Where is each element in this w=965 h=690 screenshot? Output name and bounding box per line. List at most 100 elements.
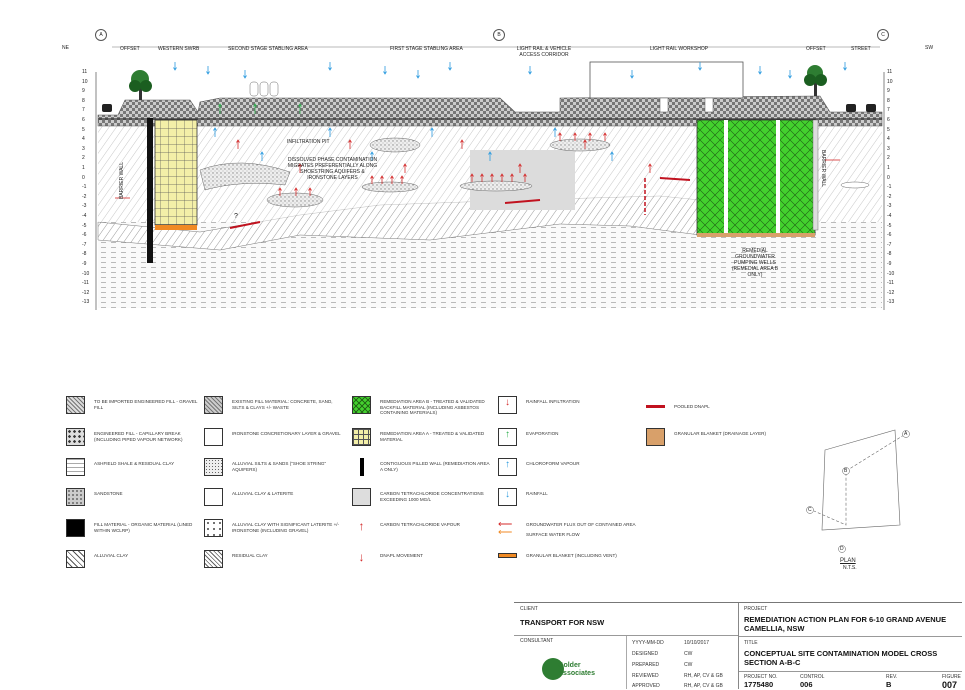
ct-vapour-arrow [380, 175, 384, 184]
legend-label: TO BE IMPORTED ENGINEERED FILL - GRAVEL … [94, 399, 198, 410]
legend-label: ASHFIELD SHALE & RESIDUAL CLAY [94, 461, 175, 466]
rainfall-arrow [206, 66, 210, 75]
legend-item: GRANULAR BLANKET (INCLUDING VENT) [498, 550, 628, 576]
elevation-tick: -4 [82, 213, 87, 219]
elevation-tick: -4 [887, 213, 892, 219]
plan-point-a: A [904, 431, 908, 437]
legend-item: ↓RAINFALL [498, 488, 628, 514]
barrier-wall-right-label: BARRIER WALL [820, 150, 826, 188]
legend-item: ENGINEERED FILL - CAPILLARY BREAK (INCLU… [66, 428, 196, 454]
elevation-tick: 1 [887, 165, 890, 171]
elevation-tick: 9 [887, 88, 890, 95]
legend-label: CARBON TETRACHLORIDE CONCENTRATIONS EXCE… [380, 491, 484, 502]
date-value: 10/10/2017 [684, 640, 710, 646]
pooled-dnapl [659, 177, 691, 181]
ct-vapour-arrow [298, 163, 302, 173]
chloroform-vapour-arrow [488, 151, 492, 161]
vapour-arrow-icon: ↑ [358, 519, 365, 533]
ct-vapour-arrow [588, 132, 592, 141]
pumping-well [724, 120, 728, 233]
zone-label: WESTERN SWRB [158, 46, 200, 52]
legend-swatch [204, 396, 223, 414]
legend-label: FILL MATERIAL - ORGANIC MATERIAL (LINED … [94, 522, 193, 533]
rev-label: REV. [886, 674, 898, 680]
elevation-tick: -13 [887, 299, 895, 306]
legend-label: GROUNDWATER FLUX OUT OF CONTAINED AREA [526, 522, 636, 527]
ct-concentration-zone [470, 150, 575, 210]
legend-item: ALLUVIAL CLAY & LATERITE [204, 488, 334, 514]
evaporation-arrow [253, 103, 257, 114]
elevation-tick: -8 [82, 251, 87, 258]
ct-vapour-arrow [370, 175, 374, 184]
legend-item: ↓DNAPL MOVEMENT [352, 550, 482, 576]
contiguous-piled-wall [147, 118, 153, 263]
rainfall-arrow [448, 62, 452, 71]
ct-vapour-arrow [558, 132, 562, 141]
legend-item: EXISTING FILL MATERIAL: CONCRETE, SAND, … [204, 396, 334, 422]
elevation-tick: -1 [887, 184, 892, 191]
ct-vapour-arrow [523, 173, 527, 182]
infiltration-pit-label: INFILTRATION PIT [287, 139, 330, 145]
ct-vapour-arrow [490, 173, 494, 182]
legend-swatch [352, 488, 371, 506]
legend-swatch [498, 553, 517, 558]
legend-swatch [204, 458, 223, 476]
rainfall-arrow [758, 66, 762, 75]
pooled-dnapl [504, 199, 541, 204]
plan-inset [806, 429, 910, 553]
elevation-tick: 4 [887, 136, 890, 143]
legend-item: ⟵SURFACE WATER FLOW [498, 527, 658, 555]
car-icon [866, 104, 876, 112]
elevation-tick: -6 [887, 232, 892, 239]
aquifer-lens [199, 162, 291, 191]
project-value: REMEDIATION ACTION PLAN FOR 6-10 GRAND A… [744, 615, 947, 633]
ct-vapour-arrow [460, 139, 464, 149]
legend-swatch [66, 488, 85, 506]
granular-blanket-b [697, 233, 815, 237]
rainfall-arrow [328, 62, 332, 71]
client-label: CLIENT [520, 606, 538, 612]
legend-swatch [66, 428, 85, 446]
car-icon [102, 104, 112, 112]
reviewed-label: REVIEWED [632, 673, 659, 679]
rainfall-arrow [173, 62, 177, 71]
control-value: 006 [800, 680, 813, 689]
ct-vapour-arrow [278, 187, 282, 196]
legend-label: CONTIGUOUS PILLED WALL (REMEDIATION AREA… [380, 461, 490, 472]
legend-swatch [646, 428, 665, 446]
elevation-tick: -9 [887, 261, 892, 267]
legend-label: EXISTING FILL MATERIAL: CONCRETE, SAND, … [232, 399, 333, 410]
legend-label: ALLUVIAL CLAY WITH SIGNIFICANT LATERITE … [232, 522, 340, 533]
dnapl-arrow-icon: ↓ [358, 550, 365, 564]
legend-swatch [204, 488, 223, 506]
car-icon [846, 104, 856, 112]
section-marker-a: A [95, 29, 107, 41]
elevation-tick: -2 [82, 193, 87, 200]
project-label: PROJECT [744, 606, 768, 612]
ct-vapour-arrow [236, 139, 240, 149]
elevation-tick: 10 [82, 78, 88, 85]
elevation-tick: 10 [887, 78, 893, 85]
elevation-tick: -12 [82, 289, 90, 296]
elevation-tick: 11 [887, 69, 893, 75]
legend-swatch [66, 458, 85, 476]
granular-blanket-a [155, 225, 197, 230]
legend-item: IRONSTONE CONCRETIONARY LAYER & GRAVEL [204, 428, 341, 454]
elevation-tick: 3 [887, 145, 890, 152]
legend-label: SANDSTONE [94, 491, 123, 496]
title-block: CLIENT TRANSPORT FOR NSW CONSULTANT Gold… [514, 602, 962, 690]
legend-item: SANDSTONE [66, 488, 196, 514]
legend-item: REMEDIATION AREA B - TREATED & VALIDATED… [352, 396, 485, 422]
aquifer-lens [361, 181, 419, 193]
elevation-tick: -3 [887, 203, 892, 210]
chloroform-vapour-arrow [213, 127, 217, 137]
designed-value: CW [684, 651, 693, 657]
legend-swatch [66, 396, 85, 414]
elevation-tick: -11 [82, 280, 89, 287]
legend-item: CARBON TETRACHLORIDE CONCENTRATIONS EXCE… [352, 488, 484, 514]
consultant-label: CONSULTANT [520, 638, 554, 644]
designed-label: DESIGNED [632, 651, 659, 657]
logo-text: Golder Associates [558, 662, 595, 677]
elevation-tick: -2 [887, 193, 892, 200]
plan-point-d: D [840, 546, 844, 552]
